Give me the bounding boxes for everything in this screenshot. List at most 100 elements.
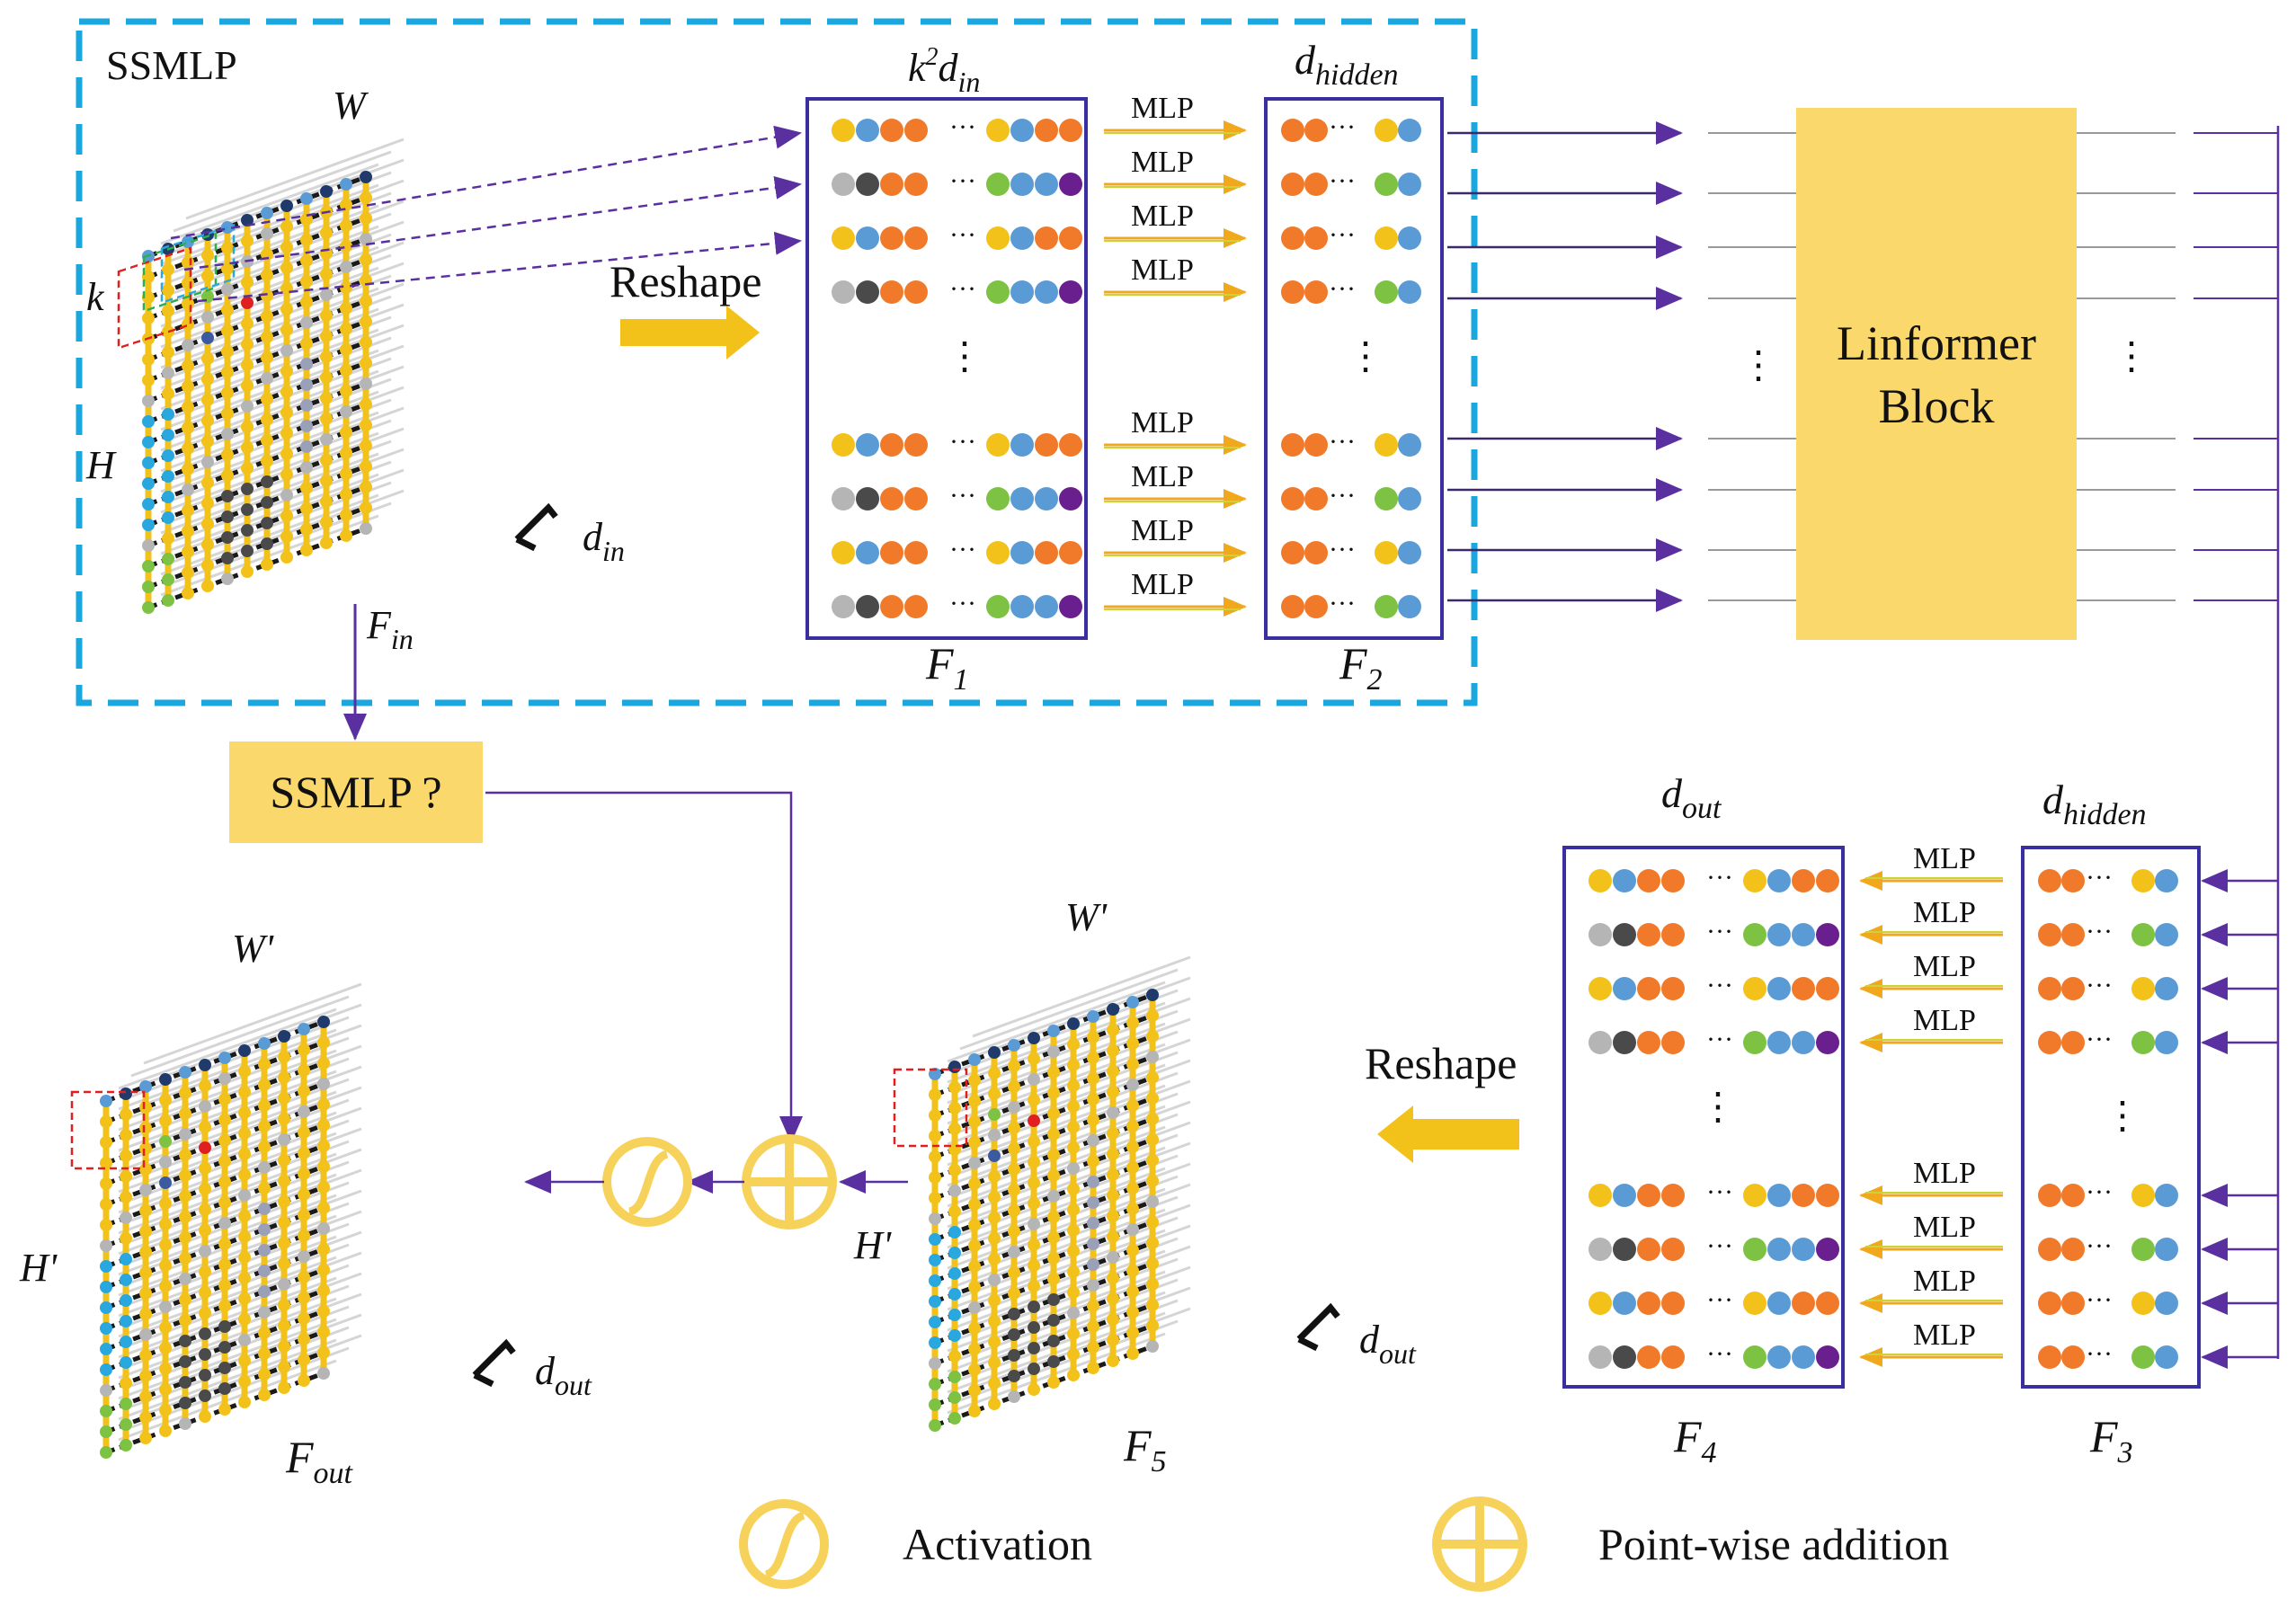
grid-node (1047, 1107, 1060, 1120)
grid-node (221, 262, 234, 275)
grid-node (929, 1088, 941, 1101)
grid-node (278, 1133, 290, 1146)
grid-node (1087, 1114, 1099, 1126)
vector-dot (904, 487, 928, 510)
label-f3-sub: 3 (2117, 1436, 2133, 1469)
grid-node (162, 305, 174, 317)
vector-ellipsis: ··· (2086, 1177, 2113, 1207)
grid-node (179, 1066, 191, 1079)
vector-dot (1589, 869, 1612, 892)
grid-node (1087, 1196, 1099, 1209)
mlp-label: MLP (1131, 406, 1194, 439)
vector-dot (832, 280, 855, 304)
mlp-label: MLP (1913, 1211, 1976, 1244)
grid-node (139, 1122, 152, 1134)
dout-right-bracket-icon (1296, 1302, 1340, 1352)
grid-node (298, 1250, 310, 1263)
grid-node (142, 415, 155, 428)
grid-node (238, 1106, 251, 1119)
vector-dot (1398, 119, 1421, 142)
grid-node (120, 1232, 132, 1245)
grid-node (988, 1232, 1001, 1245)
vector-dot (1661, 1031, 1685, 1054)
grid-node (199, 1389, 211, 1402)
grid-node (241, 338, 254, 351)
vector-dot (986, 119, 1010, 142)
grid-node (179, 1128, 191, 1141)
grid-node (162, 470, 174, 483)
grid-node (218, 1238, 231, 1250)
grid-node (1047, 1335, 1060, 1347)
vector-dot (986, 173, 1010, 196)
label-f1: F (925, 638, 954, 688)
vector-dot (1767, 1345, 1791, 1369)
vector-dot (1661, 977, 1685, 1000)
grid-node (142, 291, 155, 304)
vector-dot (1816, 1031, 1839, 1054)
grid-node (1028, 1135, 1040, 1148)
grid-node (1008, 1204, 1020, 1217)
label-fout-sub: out (314, 1457, 354, 1490)
vector-dot (856, 433, 879, 457)
vector-dot (2061, 1292, 2085, 1315)
grid-node (258, 1099, 271, 1112)
grid-node (199, 1369, 211, 1381)
grid-node (278, 1175, 290, 1187)
grid-node (258, 1223, 271, 1236)
grid-node (320, 371, 333, 384)
label-fin-sub: in (391, 623, 414, 655)
reshape-top-arrow (620, 306, 760, 360)
vector-dot (1637, 1184, 1660, 1207)
grid-node (201, 332, 214, 344)
grid-node (258, 1265, 271, 1277)
grid-node (1028, 1156, 1040, 1168)
grid-node (201, 270, 214, 282)
grid-node (100, 1322, 112, 1335)
grid-node (340, 178, 352, 191)
vector-dot (2131, 1184, 2155, 1207)
grid-node (1107, 1168, 1119, 1181)
grid-node (360, 315, 372, 328)
grid-node (258, 1037, 271, 1050)
vector-dot (1375, 433, 1398, 457)
vector-dot (1035, 433, 1058, 457)
vector-dot (1792, 1345, 1815, 1369)
grid-node (340, 281, 352, 294)
grid-node (1107, 1313, 1119, 1326)
grid-node (120, 1129, 132, 1141)
vector-ellipsis: ··· (1329, 112, 1356, 142)
vector-dot (832, 487, 855, 510)
vector-dot (1661, 1184, 1685, 1207)
grid-node (1028, 1052, 1040, 1065)
vector-dot (1304, 173, 1328, 196)
vector-dot (2061, 1031, 2085, 1054)
grid-node (1087, 1093, 1099, 1105)
vector-dot (832, 595, 855, 618)
vector-dot (1816, 977, 1839, 1000)
grid-node (278, 1051, 290, 1063)
vector-dot (1661, 923, 1685, 946)
grid-node (988, 1170, 1001, 1183)
mlp-label: MLP (1131, 568, 1194, 601)
grid-node (199, 1079, 211, 1092)
vector-dot (1589, 1292, 1612, 1315)
linformer-line2: Block (1879, 379, 1995, 433)
grid-node (968, 1384, 981, 1397)
grid-node (1008, 1349, 1020, 1362)
linformer-block (1796, 108, 2077, 640)
grid-node (988, 1398, 1001, 1410)
vector-dot (1637, 923, 1660, 946)
grid-node (278, 1340, 290, 1353)
grid-node (278, 1319, 290, 1332)
grid-node (221, 448, 234, 461)
grid-node (100, 1219, 112, 1231)
grid-node (360, 295, 372, 307)
vector-dot (2131, 923, 2155, 946)
grid-node (300, 420, 313, 432)
grid-node (1008, 1122, 1020, 1134)
grid-node (298, 1292, 310, 1304)
vector-dot (880, 226, 903, 250)
vector-dot (1375, 280, 1398, 304)
grid-node (988, 1294, 1001, 1307)
grid-node (1067, 1348, 1080, 1361)
